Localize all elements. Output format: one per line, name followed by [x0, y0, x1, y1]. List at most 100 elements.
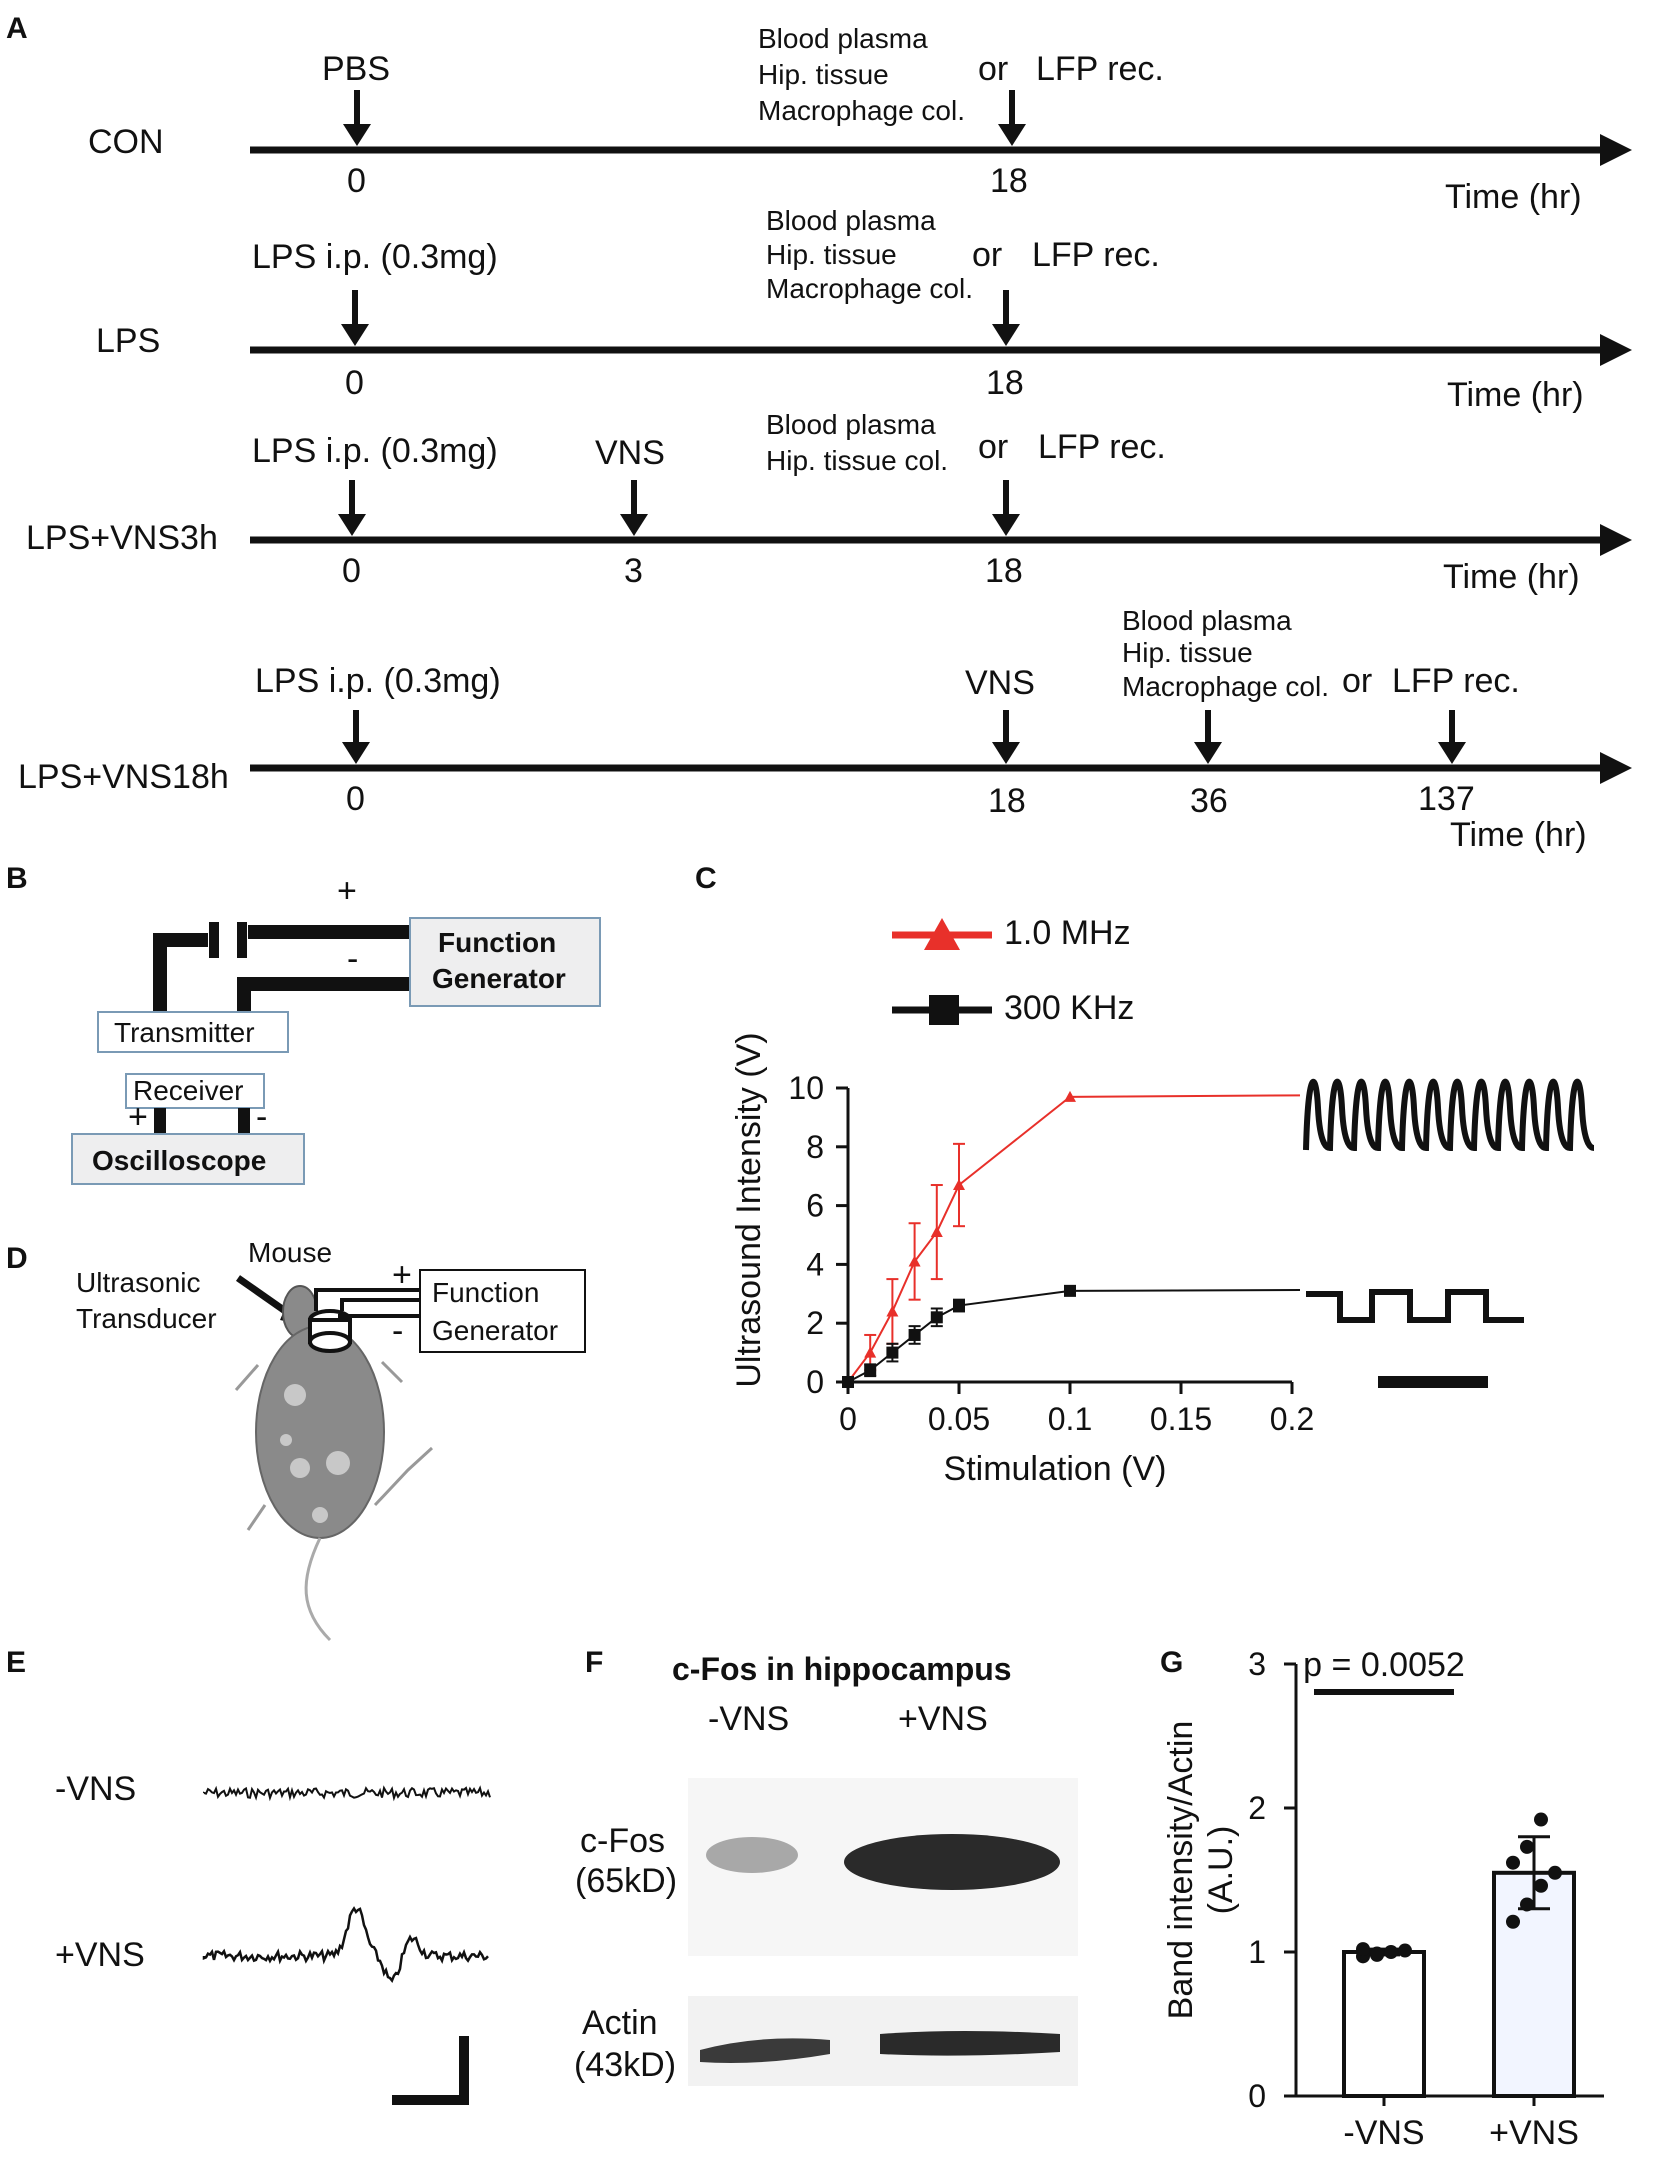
lane-label: +VNS: [898, 1700, 988, 1738]
data-point: [930, 1226, 943, 1238]
tick-label: 36: [1190, 782, 1228, 820]
circuit-diagram: + - Function Generator Transmitter Recei…: [71, 872, 601, 1185]
x-tick-label: 0.05: [928, 1401, 990, 1437]
group-label: LPS+VNS3h: [26, 519, 218, 557]
timeline-lps-vns3h: LPS+VNS3h LPS i.p. (0.3mg) VNS Blood pla…: [26, 409, 1632, 596]
data-point: [1064, 1284, 1076, 1297]
transmitter-box: [97, 1011, 289, 1053]
tick-label: 18: [986, 364, 1024, 402]
mouse-illustration: [234, 1285, 434, 1642]
trace-label-plus-vns: +VNS: [55, 1936, 145, 1974]
collection-label: Macrophage col.: [1122, 671, 1329, 702]
minus-sign: -: [347, 940, 358, 978]
cfos-band-plus: [844, 1834, 1060, 1890]
western-blot: c-Fos in hippocampus -VNS +VNS c-Fos (65…: [574, 1651, 1078, 2086]
data-point: [1398, 1943, 1412, 1958]
panel-label-c: C: [695, 862, 717, 895]
actin-band-plus: [880, 2031, 1060, 2056]
receiver-box: [125, 1073, 265, 1109]
data-point: [1356, 1942, 1370, 1957]
collection-label: Hip. tissue: [766, 239, 897, 270]
waveform-1mhz: [1303, 1078, 1595, 1152]
data-point: [1548, 1865, 1562, 1880]
collection-label: Macrophage col.: [758, 95, 965, 126]
legend-label-300khz: 300 KHz: [1004, 989, 1134, 1027]
group-label: LPS: [96, 322, 160, 360]
function-generator-label: Function: [438, 927, 556, 958]
blot-title: c-Fos in hippocampus: [672, 1651, 1012, 1687]
tick-label: 3: [624, 552, 643, 590]
tick-label: 0: [346, 780, 365, 818]
y-tick-label: 4: [806, 1246, 824, 1282]
y-axis-label: Ultrasound Intensity (V): [730, 1032, 768, 1387]
y-tick-label: 2: [1248, 1790, 1266, 1826]
group-label: LPS+VNS18h: [18, 758, 229, 796]
time-axis-label: Time (hr): [1450, 816, 1587, 854]
data-point: [1384, 1945, 1398, 1959]
event-label: PBS: [322, 50, 390, 88]
recording-label: LFP rec.: [1036, 50, 1164, 88]
transducer-label: Transducer: [76, 1303, 217, 1334]
series-line: [847, 1094, 1301, 1383]
data-point: [1506, 1855, 1520, 1870]
transmitter-label: Transmitter: [114, 1017, 255, 1048]
collection-label: Hip. tissue: [758, 59, 889, 90]
panel-label-f: F: [585, 1646, 603, 1679]
data-point: [1534, 1812, 1548, 1827]
function-generator-label: Generator: [432, 963, 566, 994]
function-generator-box: [419, 1269, 586, 1353]
collection-label: Blood plasma: [766, 409, 936, 440]
collection-label: Hip. tissue: [1122, 637, 1253, 668]
data-point: [886, 1305, 899, 1317]
data-point: [864, 1346, 877, 1358]
bar: [1342, 1950, 1426, 2098]
y-tick-label: 0: [1248, 2078, 1266, 2114]
x-tick-label: +VNS: [1489, 2114, 1579, 2152]
y-tick-label: 1: [1248, 1934, 1266, 1970]
scale-bar: [392, 2036, 469, 2105]
actin-band-minus: [700, 2038, 830, 2063]
collection-label: Blood plasma: [1122, 605, 1292, 636]
y-tick-label: 3: [1248, 1646, 1266, 1682]
function-generator-label: Function: [432, 1277, 539, 1308]
trace-plus-vns: [202, 1906, 489, 1984]
ultrasound-line-chart: 1.0 MHz 300 KHz Ultrasound Intensity (V)…: [730, 914, 1595, 1488]
x-tick-label: 0: [839, 1401, 857, 1437]
y-tick-label: 0: [806, 1364, 824, 1400]
group-label: CON: [88, 123, 164, 161]
event-label: LPS i.p. (0.3mg): [255, 662, 501, 700]
y-axis-label: Band intensity/Actin: [1162, 1721, 1200, 2020]
lane-label: -VNS: [708, 1700, 789, 1738]
tick-label: 18: [988, 782, 1026, 820]
legend-marker-1mhz: [924, 918, 960, 950]
panel-label-g: G: [1160, 1646, 1183, 1679]
x-tick-label: 0.15: [1150, 1401, 1212, 1437]
row-label: c-Fos: [580, 1822, 665, 1860]
trace-label-minus-vns: -VNS: [55, 1770, 136, 1808]
collection-label: Macrophage col.: [766, 273, 973, 304]
data-point: [953, 1179, 965, 1191]
band-intensity-bar-chart: Band intensity/Actin (A.U.) p = 0.0052 0…: [1162, 1646, 1604, 2152]
timeline-panel: CON PBS Blood plasma Hip. tissue Macroph…: [18, 23, 1632, 854]
x-tick-label: 0.2: [1270, 1401, 1314, 1437]
data-point: [864, 1364, 877, 1377]
tick-label: 18: [985, 552, 1023, 590]
or-label: or: [972, 236, 1002, 274]
data-point: [1520, 1839, 1534, 1854]
row-label: (65kD): [575, 1862, 677, 1900]
panel-label-b: B: [6, 862, 28, 895]
mouse-setup: Mouse Ultrasonic Transducer + -: [76, 1237, 586, 1642]
y-axis-label: (A.U.): [1202, 1826, 1240, 1915]
x-axis-label: Stimulation (V): [944, 1450, 1167, 1488]
panel-label-d: D: [6, 1242, 28, 1275]
event-label: LPS i.p. (0.3mg): [252, 432, 498, 470]
tick-label: 0: [345, 364, 364, 402]
time-axis-label: Time (hr): [1445, 178, 1582, 216]
data-point: [1534, 1878, 1548, 1893]
y-tick-label: 6: [806, 1188, 824, 1224]
recording-label: LFP rec.: [1032, 236, 1160, 274]
minus-sign: -: [392, 1312, 403, 1350]
collection-label: Blood plasma: [758, 23, 928, 54]
minus-sign: -: [256, 1098, 267, 1136]
